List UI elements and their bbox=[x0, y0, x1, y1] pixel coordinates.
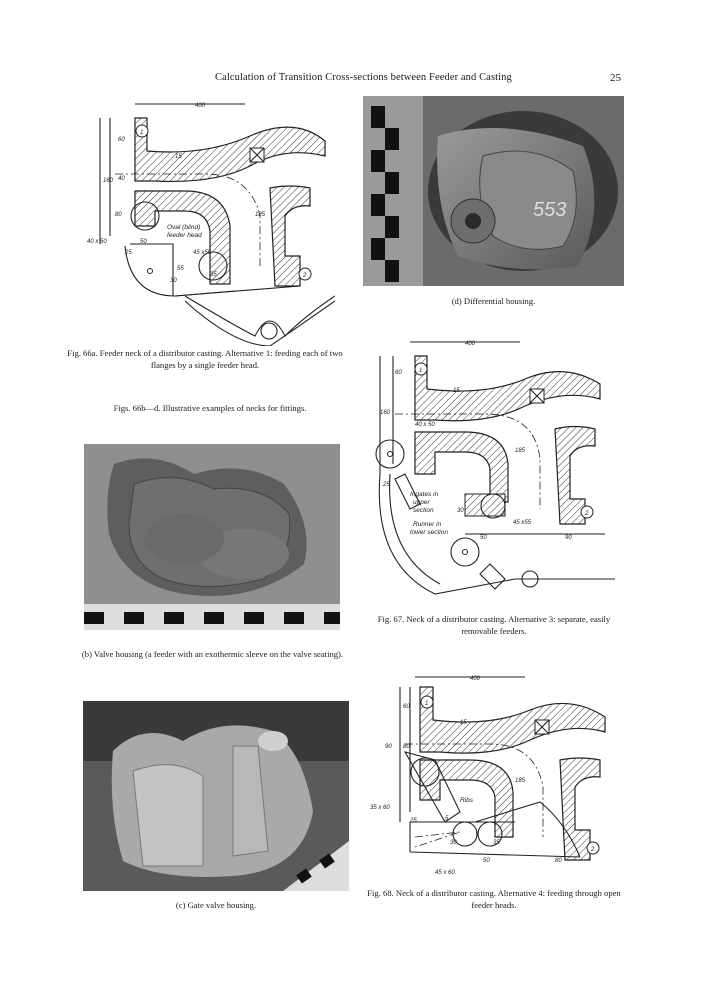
page-number: 25 bbox=[610, 72, 621, 84]
svg-text:1: 1 bbox=[140, 130, 143, 136]
svg-text:35: 35 bbox=[210, 272, 217, 278]
fig68-caption: Fig. 68. Neck of a distributor casting. … bbox=[367, 888, 621, 910]
svg-text:Ribs: Ribs bbox=[460, 797, 474, 804]
svg-text:185: 185 bbox=[255, 212, 266, 218]
svg-text:40 x 50: 40 x 50 bbox=[87, 239, 107, 245]
svg-text:60: 60 bbox=[395, 370, 402, 376]
svg-text:160: 160 bbox=[103, 178, 114, 184]
svg-text:80: 80 bbox=[555, 858, 562, 864]
svg-text:160: 160 bbox=[380, 410, 391, 416]
svg-text:1: 1 bbox=[425, 701, 428, 707]
svg-text:35: 35 bbox=[493, 840, 500, 846]
svg-text:40: 40 bbox=[118, 176, 125, 182]
fig66a-drawing: 400 1 60 15 160 40 2 80 185 Oval (blind)… bbox=[85, 96, 335, 346]
svg-text:185: 185 bbox=[515, 448, 526, 454]
casting-marking: 553 bbox=[533, 199, 566, 221]
svg-text:50: 50 bbox=[480, 535, 487, 541]
dim-label: 400 bbox=[195, 103, 206, 109]
svg-text:15: 15 bbox=[460, 720, 467, 726]
fig66b-caption: (b) Valve housing (a feeder with an exot… bbox=[81, 649, 344, 659]
svg-text:Ingates in: Ingates in bbox=[410, 491, 439, 498]
svg-text:45 x 60: 45 x 60 bbox=[435, 870, 455, 876]
svg-text:40 x 50: 40 x 50 bbox=[415, 422, 435, 428]
fig66d-photo: 553 bbox=[363, 96, 624, 286]
svg-text:50: 50 bbox=[140, 239, 147, 245]
fig66b-photo bbox=[84, 444, 340, 630]
svg-text:Oval (blind): Oval (blind) bbox=[167, 224, 200, 231]
svg-text:80: 80 bbox=[403, 744, 410, 750]
svg-text:section: section bbox=[413, 507, 434, 514]
svg-text:35 x 60: 35 x 60 bbox=[370, 805, 390, 811]
svg-text:upper: upper bbox=[413, 499, 430, 506]
svg-text:45 x55: 45 x55 bbox=[193, 250, 212, 256]
svg-text:25: 25 bbox=[382, 482, 390, 488]
svg-text:1: 1 bbox=[419, 368, 422, 374]
running-title: Calculation of Transition Cross-sections… bbox=[215, 72, 512, 83]
figs66bd-caption: Figs. 66b—d. Illustrative examples of ne… bbox=[113, 403, 307, 413]
svg-text:90: 90 bbox=[565, 535, 572, 541]
svg-text:Runner in: Runner in bbox=[413, 521, 442, 528]
fig67-drawing: 400 1 60 15 160 2 40 x 50 185 25 Ingates… bbox=[365, 334, 627, 606]
fig66a-caption: Fig. 66a. Feeder neck of a distributor c… bbox=[67, 348, 343, 370]
fig68-drawing: 400 1 60 15 90 80 2 185 35 x 60 Ribs 25 … bbox=[365, 672, 627, 880]
svg-text:55: 55 bbox=[177, 266, 184, 272]
fig66d-caption: (d) Differential housing. bbox=[451, 296, 536, 306]
fig67-caption: Fig. 67. Neck of a distributor casting. … bbox=[377, 614, 611, 636]
svg-text:2: 2 bbox=[584, 511, 589, 517]
svg-text:185: 185 bbox=[515, 778, 526, 784]
svg-text:2: 2 bbox=[302, 273, 307, 279]
svg-text:15: 15 bbox=[175, 154, 182, 160]
svg-text:30: 30 bbox=[450, 840, 457, 846]
svg-text:lower section: lower section bbox=[410, 529, 448, 536]
svg-text:90: 90 bbox=[385, 744, 392, 750]
svg-text:25: 25 bbox=[124, 250, 132, 256]
svg-text:15: 15 bbox=[453, 388, 460, 394]
svg-text:5: 5 bbox=[445, 816, 449, 822]
svg-text:60: 60 bbox=[118, 137, 125, 143]
svg-text:feeder head: feeder head bbox=[167, 232, 202, 239]
fig66c-caption: (c) Gate valve housing. bbox=[175, 900, 257, 910]
svg-text:30: 30 bbox=[170, 278, 177, 284]
svg-text:30: 30 bbox=[457, 508, 464, 514]
svg-text:400: 400 bbox=[465, 341, 476, 347]
svg-text:50: 50 bbox=[483, 858, 490, 864]
svg-text:25: 25 bbox=[409, 818, 417, 824]
svg-text:45 x55: 45 x55 bbox=[513, 520, 532, 526]
fig66c-photo bbox=[83, 701, 349, 891]
svg-text:80: 80 bbox=[115, 212, 122, 218]
svg-text:2: 2 bbox=[590, 847, 595, 853]
svg-text:400: 400 bbox=[470, 676, 481, 682]
svg-text:60: 60 bbox=[403, 704, 410, 710]
